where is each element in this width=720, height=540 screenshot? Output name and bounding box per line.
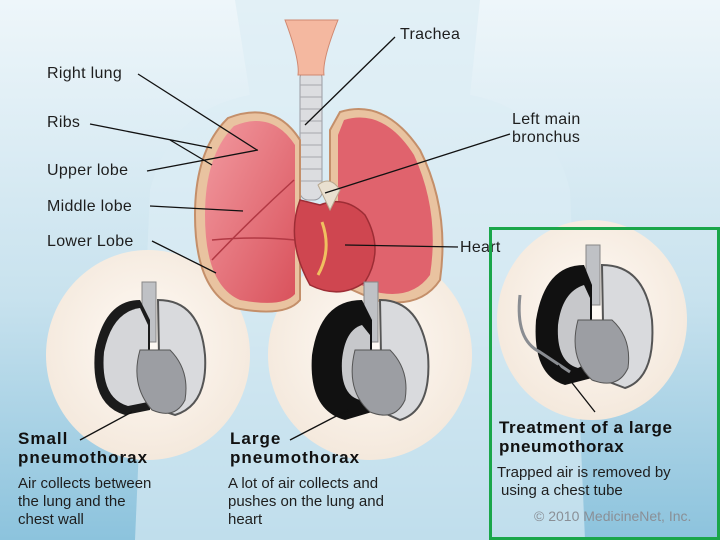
- large-pneumothorax-caption-3: heart: [228, 511, 263, 528]
- label-upper-lobe: Upper lobe: [47, 162, 129, 179]
- large-pneumothorax-caption-1: A lot of air collects and: [228, 475, 379, 492]
- large-pneumothorax-illustration: [311, 281, 430, 422]
- treatment-caption-1: Trapped air is removed by: [497, 464, 671, 481]
- treatment-title-line1: Treatment of a large: [499, 418, 673, 437]
- label-left-main: Left main: [512, 111, 581, 128]
- treatment-caption-2: using a chest tube: [501, 482, 623, 499]
- large-pneumothorax-title-line2: pneumothorax: [230, 448, 361, 467]
- small-pneumothorax-caption-1: Air collects between: [18, 475, 152, 492]
- right-lung-illustration: [193, 111, 301, 313]
- treatment-highlight-box: [489, 227, 720, 540]
- label-bronchus: bronchus: [512, 129, 581, 146]
- copyright-text: © 2010 MedicineNet, Inc.: [534, 508, 692, 524]
- label-trachea: Trachea: [400, 26, 461, 43]
- leader-lines: [79, 36, 596, 441]
- label-ribs: Ribs: [47, 114, 81, 131]
- label-right-lung: Right lung: [47, 65, 123, 82]
- treatment-title-line2: pneumothorax: [499, 437, 625, 456]
- label-middle-lobe: Middle lobe: [47, 198, 133, 215]
- chest-tube: [517, 294, 571, 374]
- treatment-illustration: [517, 244, 654, 390]
- small-pneumothorax-caption-3: chest wall: [18, 511, 84, 528]
- small-pneumothorax-illustration: [94, 281, 207, 417]
- small-pneumothorax-title-line1: Small: [18, 429, 69, 448]
- small-pneumothorax-title-line2: pneumothorax: [18, 448, 149, 467]
- large-pneumothorax-caption-2: pushes on the lung and: [228, 493, 384, 510]
- trachea-illustration: [284, 19, 339, 201]
- label-lower-lobe: Lower Lobe: [47, 233, 134, 250]
- large-pneumothorax-title-line1: Large: [230, 429, 282, 448]
- small-pneumothorax-caption-2: the lung and the: [18, 493, 126, 510]
